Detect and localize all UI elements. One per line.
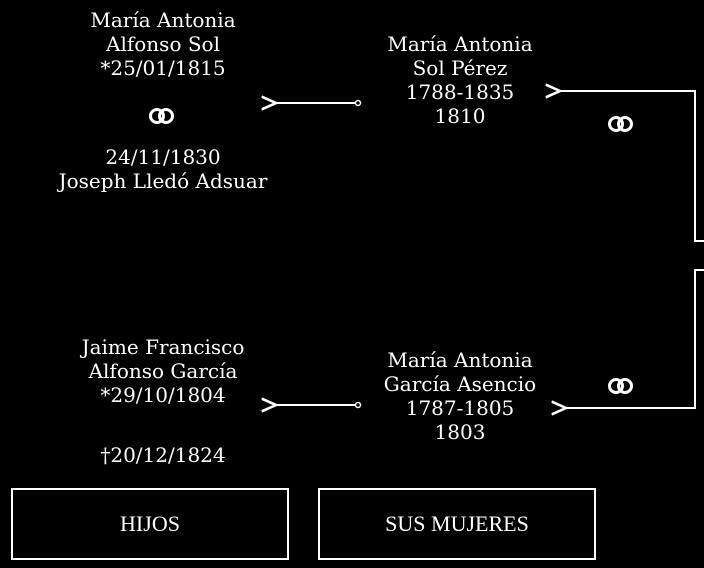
- child1-marriage-date: 24/11/1830: [105, 145, 221, 169]
- child2-name-line2: Alfonso García: [88, 359, 238, 383]
- child1-birth: *25/01/1815: [100, 56, 226, 80]
- child2-death: †20/12/1824: [100, 443, 226, 467]
- bracket-to-mother1: [560, 91, 704, 242]
- mother1-marriage-year: 1810: [434, 104, 486, 128]
- mother2-name-line1: María Antonia: [387, 348, 533, 372]
- wedding-rings-icon: [608, 116, 633, 132]
- arrow-mother1-to-child1: [276, 101, 362, 106]
- child2-birth: *29/10/1804: [100, 383, 226, 407]
- hijos-button[interactable]: HIJOS: [11, 488, 289, 560]
- mother1-years: 1788-1835: [405, 80, 515, 104]
- child1-card: María Antonia Alfonso Sol *25/01/1815: [40, 8, 286, 80]
- child1-marriage: 24/11/1830 Joseph Lledó Adsuar: [40, 145, 286, 193]
- child2-card: Jaime Francisco Alfonso García *29/10/18…: [40, 335, 286, 407]
- mother1-name-line1: María Antonia: [387, 32, 533, 56]
- mother2-card: María Antonia García Asencio 1787-1805 1…: [352, 348, 568, 444]
- child2-name-line1: Jaime Francisco: [81, 335, 245, 359]
- bracket-to-mother2: [566, 269, 704, 408]
- child1-spouse: Joseph Lledó Adsuar: [58, 169, 268, 193]
- mother1-name-line2: Sol Pérez: [412, 56, 508, 80]
- sus-mujeres-button[interactable]: SUS MUJERES: [318, 488, 596, 560]
- wedding-rings-icon: [608, 378, 633, 394]
- child1-name-line1: María Antonia: [90, 8, 236, 32]
- mother1-card: María Antonia Sol Pérez 1788-1835 1810: [360, 32, 560, 128]
- mother2-name-line2: García Asencio: [383, 372, 537, 396]
- arrow-mother2-to-child2: [276, 403, 362, 408]
- mother2-years: 1787-1805: [405, 396, 515, 420]
- wedding-rings-icon: [149, 108, 174, 124]
- child1-name-line2: Alfonso Sol: [106, 32, 220, 56]
- mother2-marriage-year: 1803: [434, 420, 486, 444]
